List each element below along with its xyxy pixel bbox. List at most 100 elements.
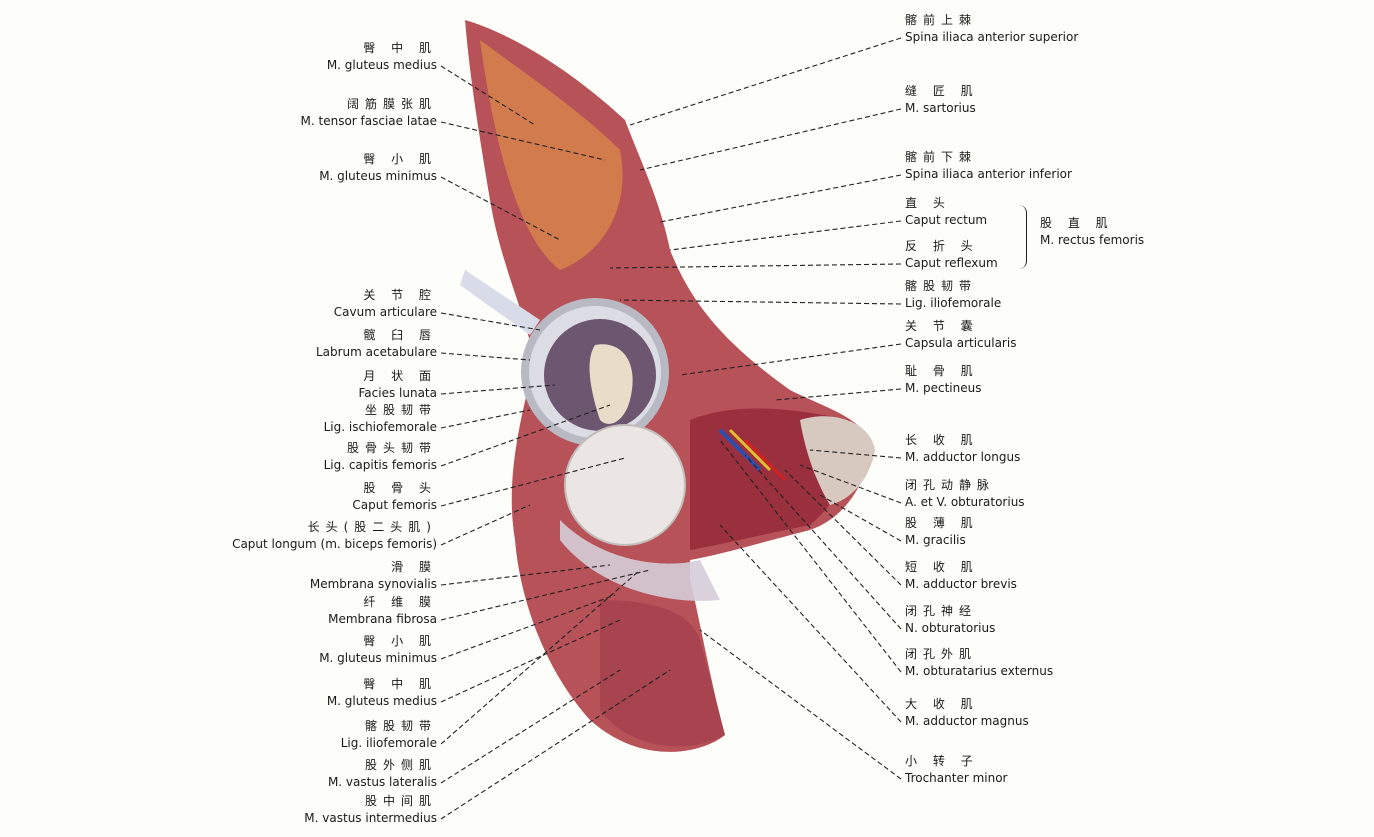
- obturator-vessels: [718, 428, 787, 482]
- label-zh: 坐股韧带: [364, 403, 437, 417]
- label-zh: 耻 骨 肌: [905, 364, 979, 378]
- label-zh: 臀 小 肌: [363, 634, 437, 648]
- leader-line: [799, 464, 902, 504]
- label-en: M. rectus femoris: [1040, 233, 1145, 247]
- label-zh: 股 骨 头: [363, 481, 437, 495]
- label-en: M. gluteus medius: [326, 58, 437, 72]
- leader-line: [659, 174, 902, 223]
- label-zh: 臀 中 肌: [363, 41, 437, 55]
- leader-line: [440, 594, 616, 660]
- left-label: 月 状 面 Facies lunata: [359, 368, 438, 402]
- leader-line: [440, 569, 641, 745]
- label-zh: 股中间肌: [364, 794, 437, 808]
- right-label: 髂前下棘 Spina iliaca anterior inferior: [905, 149, 1072, 183]
- label-zh: 关 节 囊: [905, 319, 979, 333]
- label-zh: 小 转 子: [905, 754, 979, 768]
- label-en: M. gracilis: [905, 533, 966, 547]
- label-en: Membrana synovialis: [309, 577, 437, 591]
- leader-line: [744, 454, 902, 630]
- label-en: Cavum articulare: [333, 305, 437, 319]
- left-label: 股中间肌 M. vastus intermedius: [304, 793, 437, 827]
- right-label: 短 收 肌 M. adductor brevis: [905, 559, 1017, 593]
- label-rectus-femoris: 股 直 肌 M. rectus femoris: [1040, 215, 1144, 249]
- label-en: M. gluteus minimus: [319, 169, 437, 183]
- left-label: 滑 膜 Membrana synovialis: [310, 559, 437, 593]
- label-zh: 反 折 头: [905, 239, 979, 253]
- leader-line: [440, 409, 531, 429]
- label-zh: 臀 中 肌: [363, 677, 437, 691]
- label-en: Membrana fibrosa: [328, 612, 437, 626]
- label-en: Caput reflexum: [905, 256, 998, 270]
- right-label: 大 收 肌 M. adductor magnus: [905, 696, 1029, 730]
- label-zh: 长 收 肌: [905, 433, 979, 447]
- label-zh: 关 节 腔: [363, 288, 437, 302]
- leader-line: [440, 619, 621, 703]
- leader-line: [784, 469, 902, 586]
- label-zh: 月 状 面: [363, 369, 437, 383]
- label-en: M. adductor brevis: [905, 577, 1017, 591]
- leader-line: [440, 65, 536, 126]
- leader-line: [809, 449, 902, 459]
- label-en: M. pectineus: [905, 381, 982, 395]
- label-zh: 髂前下棘: [905, 150, 978, 164]
- leader-line: [629, 37, 902, 126]
- left-label: 纤 维 膜 Membrana fibrosa: [328, 594, 437, 628]
- label-en: M. gluteus minimus: [319, 651, 437, 665]
- label-en: Facies lunata: [358, 386, 438, 400]
- label-en: Caput rectum: [905, 213, 988, 227]
- label-zh: 髂股韧带: [364, 719, 437, 733]
- label-zh: 纤 维 膜: [363, 595, 437, 609]
- left-label: 关 节 腔 Cavum articulare: [334, 287, 437, 321]
- label-en: M. adductor longus: [905, 450, 1021, 464]
- label-zh: 大 收 肌: [905, 697, 979, 711]
- label-zh: 闭孔神经: [905, 604, 978, 618]
- label-zh: 臀 小 肌: [363, 152, 437, 166]
- label-en: M. adductor magnus: [905, 714, 1029, 728]
- leader-line: [699, 629, 902, 780]
- label-en: N. obturatorius: [905, 621, 996, 635]
- label-en: Lig. ischiofemorale: [323, 420, 437, 434]
- right-label: 耻 骨 肌 M. pectineus: [905, 363, 981, 397]
- leader-line: [719, 524, 902, 723]
- label-en: M. vastus intermedius: [304, 811, 437, 825]
- ligament-teres: [589, 344, 633, 424]
- capsule-strap: [460, 270, 540, 335]
- femur-shaft: [600, 600, 725, 747]
- leader-line: [440, 384, 556, 395]
- label-zh: 髂股韧带: [905, 279, 978, 293]
- leader-line: [440, 564, 611, 586]
- left-label: 臀 小 肌 M. gluteus minimus: [319, 151, 437, 185]
- label-zh: 长头(股二头肌): [307, 520, 437, 534]
- label-en: Lig. iliofemorale: [905, 296, 1002, 310]
- leader-line: [719, 439, 902, 673]
- leader-line: [440, 669, 621, 784]
- right-label: 长 收 肌 M. adductor longus: [905, 432, 1020, 466]
- label-en: M. gluteus medius: [326, 694, 437, 708]
- label-zh: 短 收 肌: [905, 560, 979, 574]
- label-en: Spina iliaca anterior superior: [905, 30, 1079, 44]
- label-zh: 股骨头韧带: [346, 441, 437, 455]
- leader-line: [679, 343, 902, 376]
- label-zh: 闭孔外肌: [905, 647, 978, 661]
- right-label: 髂股韧带 Lig. iliofemorale: [905, 278, 1001, 312]
- obturator-artery: [743, 438, 787, 482]
- label-en: Spina iliaca anterior inferior: [905, 167, 1072, 181]
- label-en: M. sartorius: [905, 101, 976, 115]
- leader-line: [440, 669, 671, 820]
- pubic-bone: [800, 416, 875, 505]
- leader-line: [440, 569, 651, 621]
- right-label: 闭孔神经 N. obturatorius: [905, 603, 995, 637]
- label-zh: 滑 膜: [391, 560, 437, 574]
- label-en: Caput longum (m. biceps femoris): [232, 537, 437, 551]
- femoral-head: [564, 424, 686, 546]
- leader-line: [440, 352, 531, 361]
- label-en: M. vastus lateralis: [327, 775, 437, 789]
- obturator-vein: [718, 428, 762, 472]
